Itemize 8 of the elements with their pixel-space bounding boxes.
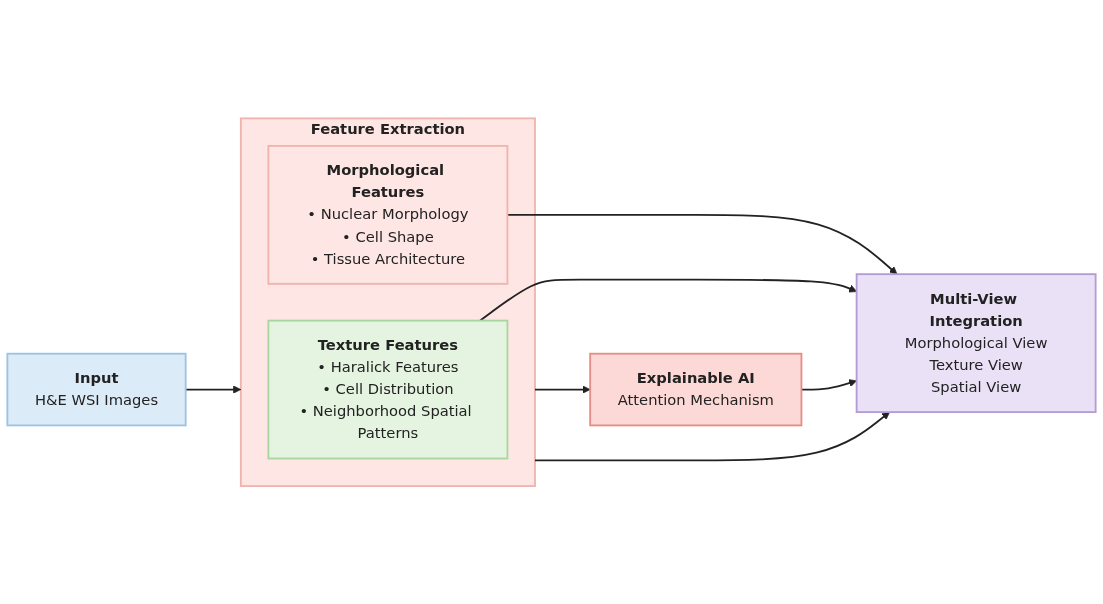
arrow: [479, 278, 857, 322]
arrow: [534, 385, 591, 394]
node-box: Multi-View Integration Morphological View Texture View Spatial View: [855, 273, 1097, 413]
arrow: [534, 411, 890, 462]
node-box: Texture Features • Haralick Features • Cell Distribution • Neighborhood Spatial Patterns: [267, 319, 509, 460]
node-box: Morphological Features • Nuclear Morphology • Cell Shape • Tissue Architecture: [267, 144, 509, 285]
node-box: Input H&E WSI Images: [6, 352, 187, 427]
node-box: Explainable AI Attention Mechanism: [589, 352, 803, 427]
